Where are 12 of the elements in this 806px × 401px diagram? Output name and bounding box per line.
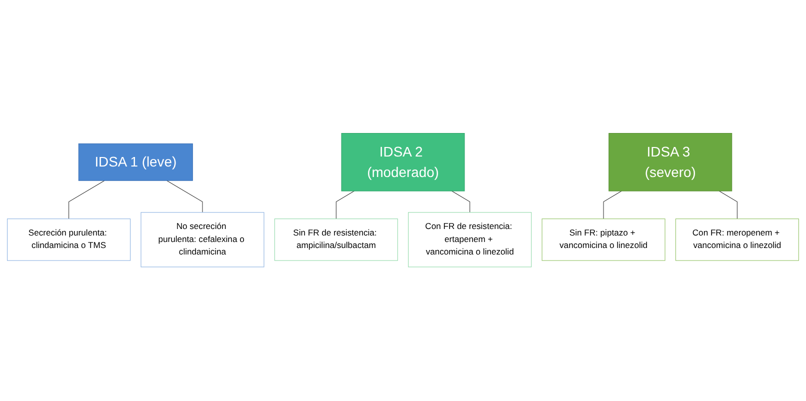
node-box: Con FR de resistencia: ertapenem + vancomicina o linezolid [408,212,532,268]
node-box: Secreción purulenta: clindamicina o TMS [7,218,131,262]
node-box: No secreción purulenta: cefalexina o clindamicina [140,212,264,268]
node-box: IDSA 1 (leve) [78,144,193,182]
node-box: IDSA 2 (moderado) [341,133,465,192]
node-box: IDSA 3 (severo) [608,133,732,192]
connector [68,180,105,220]
node-box: Con FR: meropenem + vancomicina o linezolid [675,218,799,262]
node-box: Sin FR de resistencia: ampicilina/sulbactam [274,218,398,262]
connector [166,180,203,214]
node-box: Sin FR: piptazo + vancomicina o linezolid [542,218,666,262]
connector [452,191,470,214]
